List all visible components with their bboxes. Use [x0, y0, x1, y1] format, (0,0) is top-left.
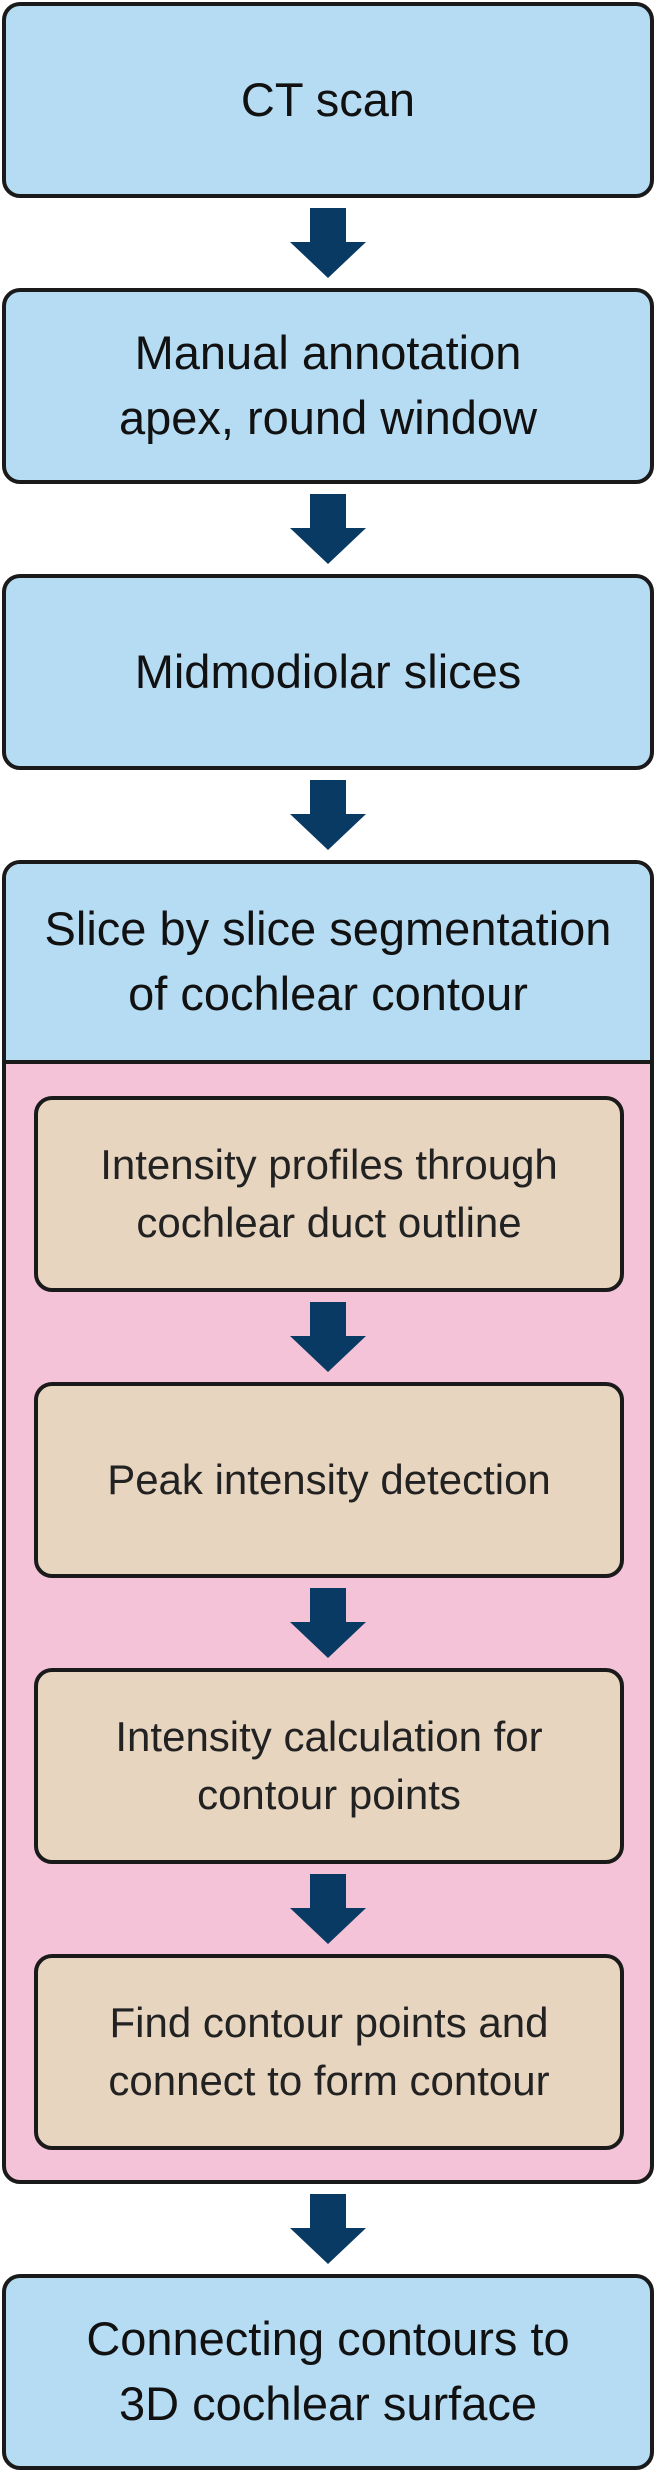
- substep-intensity-profiles: Intensity profiles through cochlear duct…: [34, 1096, 624, 1292]
- step-midmodiolar-label: Midmodiolar slices: [134, 644, 522, 698]
- step-segmentation-line2: of cochlear contour: [128, 967, 528, 1020]
- step-connecting-line1: Connecting contours to: [86, 2312, 570, 2366]
- step-manual-annotation-line2: apex, round window: [118, 391, 538, 444]
- arrow-down-icon: [290, 1588, 366, 1658]
- substep-intensity-calculation: Intensity calculation for contour points: [34, 1668, 624, 1864]
- step-connecting-line2: 3D cochlear surface: [119, 2377, 537, 2430]
- step-manual-annotation-line1: Manual annotation: [134, 326, 522, 380]
- substep-peak-detection-label: Peak intensity detection: [107, 1456, 551, 1504]
- substep-intensity-calc-line1: Intensity calculation for: [115, 1713, 543, 1761]
- arrow-down-icon: [290, 2194, 366, 2264]
- substep-find-contour-line1: Find contour points and: [109, 1999, 549, 2047]
- substep-peak-detection: Peak intensity detection: [34, 1382, 624, 1578]
- substep-find-contour-line2: connect to form contour: [108, 2057, 550, 2104]
- step-segmentation-header: Slice by slice segmentation of cochlear …: [6, 864, 650, 1064]
- substep-find-contour: Find contour points and connect to form …: [34, 1954, 624, 2150]
- substep-intensity-profiles-line2: cochlear duct outline: [136, 1199, 522, 1246]
- arrow-down-icon: [290, 494, 366, 564]
- step-connecting-contours: Connecting contours to 3D cochlear surfa…: [2, 2274, 654, 2470]
- arrow-down-icon: [290, 1874, 366, 1944]
- arrow-down-icon: [290, 208, 366, 278]
- step-manual-annotation: Manual annotation apex, round window: [2, 288, 654, 484]
- step-ct-scan-label: CT scan: [240, 72, 416, 126]
- step-midmodiolar-slices: Midmodiolar slices: [2, 574, 654, 770]
- substep-intensity-calc-line2: contour points: [197, 1771, 461, 1818]
- arrow-down-icon: [290, 1302, 366, 1372]
- step-segmentation-line1: Slice by slice segmentation: [44, 902, 612, 956]
- step-ct-scan: CT scan: [2, 2, 654, 198]
- substep-intensity-profiles-line1: Intensity profiles through: [100, 1141, 558, 1189]
- arrow-down-icon: [290, 780, 366, 850]
